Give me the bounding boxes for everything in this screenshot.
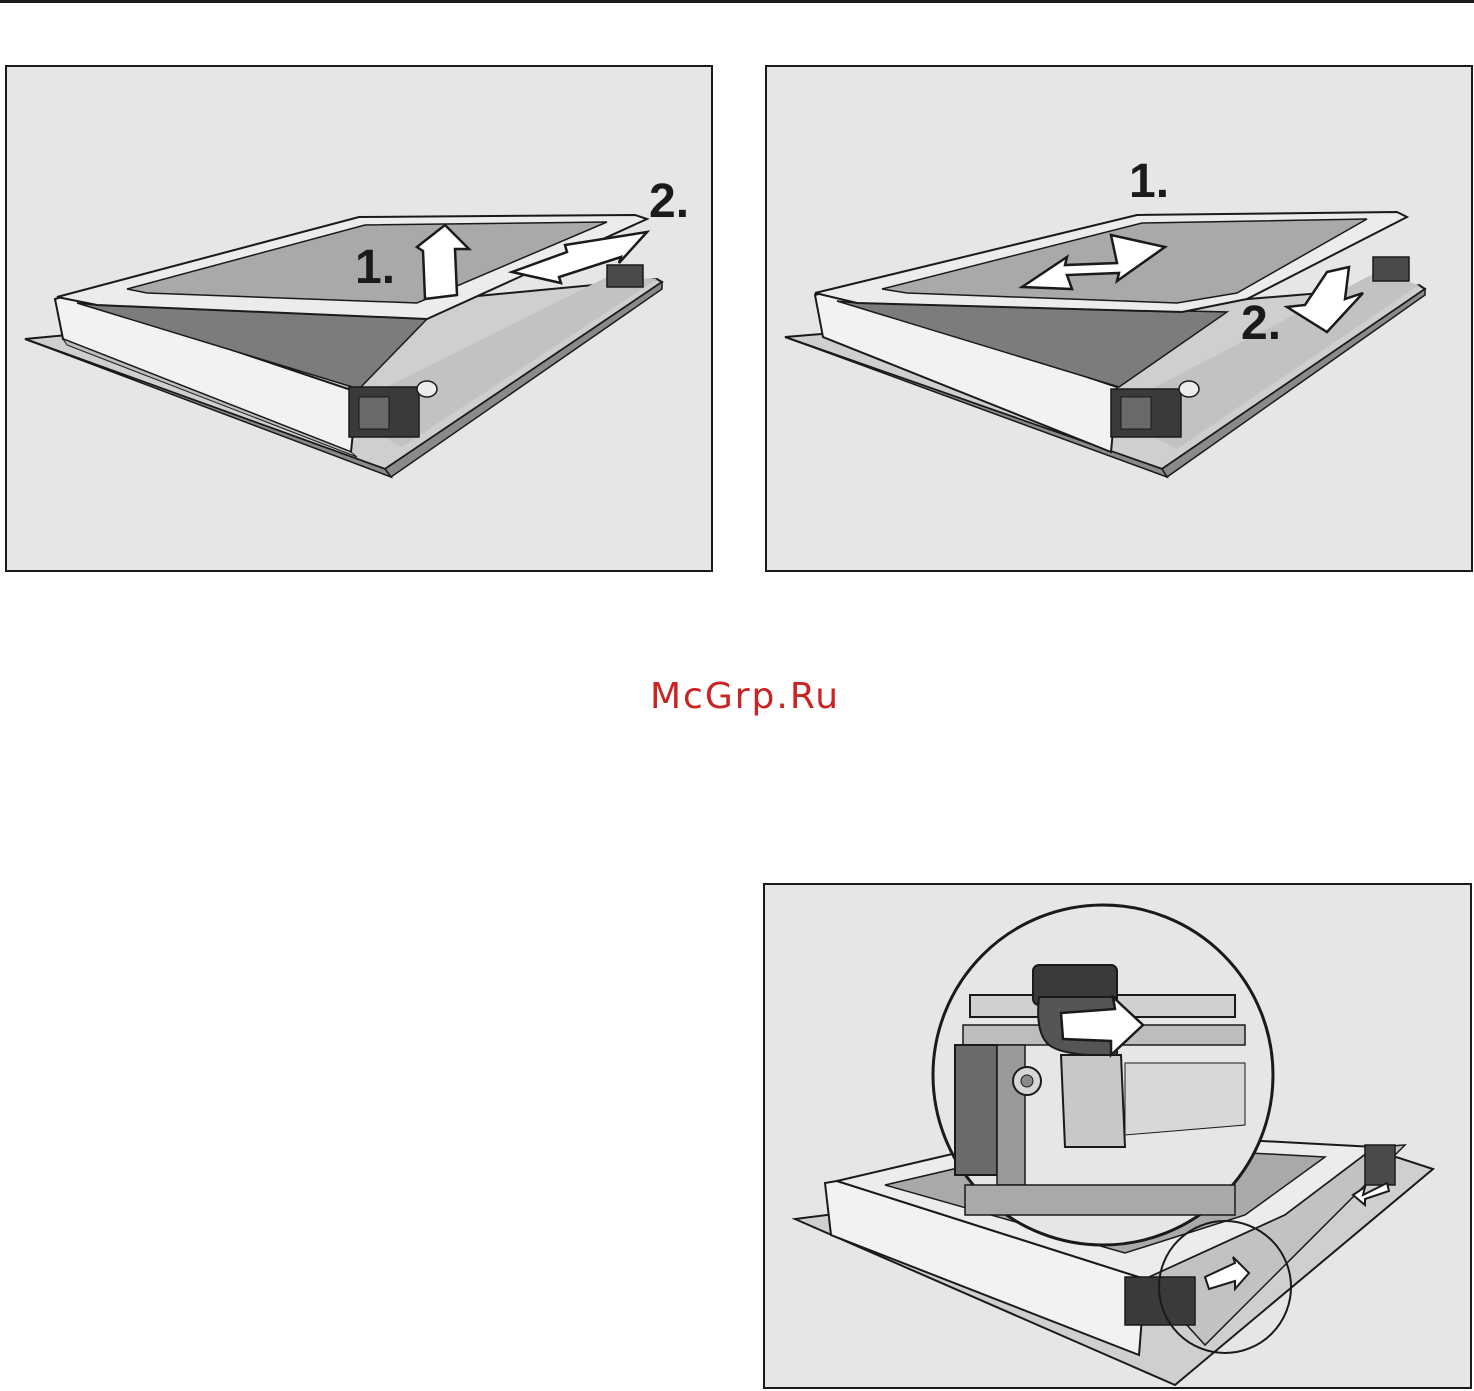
right-hinge <box>1373 257 1409 281</box>
figure-insert-glass-panel: 1. 2. <box>765 65 1473 572</box>
figure-insert-glass-illustration: 1. 2. <box>767 67 1471 570</box>
step-2-label: 2. <box>649 175 689 228</box>
top-rule <box>0 0 1474 3</box>
hinge-bracket <box>1061 1055 1125 1147</box>
figure-remove-glass-panel: 1. 2. <box>5 65 713 572</box>
figure-hinge-detail-panel <box>763 883 1472 1389</box>
step-2-label: 2. <box>1241 297 1281 350</box>
step-1-label: 1. <box>1129 155 1169 208</box>
right-hinge <box>607 265 643 287</box>
step-1-label: 1. <box>355 241 395 294</box>
right-hinge <box>1365 1145 1395 1185</box>
figure-remove-glass-illustration: 1. 2. <box>7 67 711 570</box>
figure-hinge-detail-illustration <box>765 885 1470 1387</box>
watermark-text: McGrp.Ru <box>600 676 890 717</box>
